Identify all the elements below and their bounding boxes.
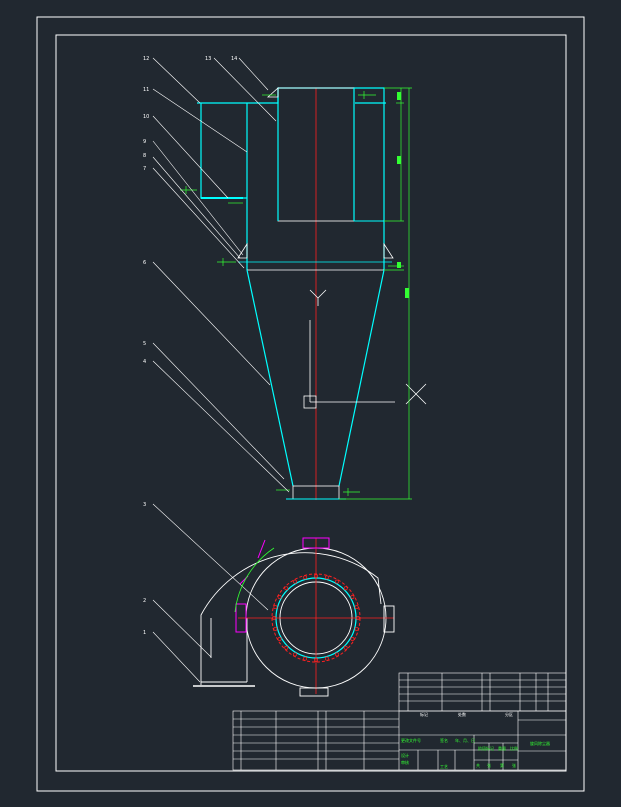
title-block [232, 672, 567, 771]
cylinder-body [247, 87, 385, 104]
bolt-hole [354, 605, 359, 610]
callout-label: 13 [205, 56, 211, 62]
callout-label: 9 [143, 139, 146, 145]
exhaust-flange-bolts [272, 574, 360, 662]
plan-view [193, 537, 395, 697]
bolt-hole [335, 579, 339, 584]
callout-label: 10 [143, 114, 149, 120]
title-block-text: 旋风除尘器 标记 处数 分区 更改文件号 签名 年、月、日 设计 审核 工艺 阶… [401, 711, 550, 769]
row-label: 审核 [401, 759, 409, 765]
outer-frame [36, 16, 585, 792]
view-direction-icon [309, 289, 327, 306]
callout-label: 11 [143, 87, 149, 93]
callout-label: 7 [143, 166, 146, 172]
volute-outline [200, 552, 382, 685]
top-lug-left [266, 87, 279, 98]
support-lug-right [383, 242, 394, 259]
callout-label: 12 [143, 56, 149, 62]
bolt-hole [284, 645, 289, 650]
bolt-hole [273, 626, 278, 631]
support-lug-left [237, 242, 248, 259]
front-elevation-view [180, 87, 427, 500]
right-label: 重量 [498, 745, 506, 751]
bolt-hole [284, 586, 289, 591]
bolt-hole [324, 575, 329, 580]
bolt-hole [350, 595, 355, 599]
bolt-hole [272, 616, 276, 620]
cone-right [338, 269, 385, 487]
bottom-label: 共 [476, 762, 480, 768]
bolt-hole [303, 575, 308, 580]
callout-numbers: 12 13 14 11 10 9 8 7 6 5 4 3 2 1 [143, 56, 237, 636]
header-label: 签名 [440, 737, 448, 743]
bolt-hole [273, 605, 278, 610]
bolt-hole [303, 656, 308, 661]
inlet-duct [200, 102, 247, 199]
table-name: 旋风除尘器 [530, 740, 550, 746]
callout-label: 8 [143, 153, 146, 159]
header-label: 处数 [458, 711, 466, 717]
right-label: 比例 [510, 745, 518, 751]
bolt-hole [343, 645, 348, 650]
callout-label: 2 [143, 598, 146, 604]
header-label: 标记 [420, 711, 428, 717]
leader-lines [152, 57, 290, 683]
bolt-hole [354, 626, 359, 631]
bolt-hole [293, 652, 297, 657]
bolt-hole [293, 579, 297, 584]
ucs-crosshair-icon [303, 320, 427, 409]
bottom-label: 张 [487, 762, 491, 768]
inner-frame [55, 34, 567, 772]
bolt-hole [277, 637, 282, 641]
bottom-label: 第 [500, 762, 504, 768]
bolt-hole [314, 658, 318, 662]
cone-left [246, 269, 294, 487]
bolt-hole [277, 595, 282, 599]
callout-label: 3 [143, 502, 146, 508]
bottom-label: 张 [512, 762, 516, 768]
weld-symbols [180, 91, 404, 496]
right-label: 阶段标记 [478, 745, 494, 751]
arc-dimension [234, 547, 275, 613]
callout-label: 5 [143, 341, 146, 347]
bolt-hole [356, 616, 360, 620]
callout-label: 14 [231, 56, 237, 62]
callout-label: 1 [143, 630, 146, 636]
bolt-hole [350, 637, 355, 641]
callout-label: 4 [143, 359, 146, 365]
header-label: 分区 [505, 711, 513, 717]
row-label: 设计 [401, 752, 409, 758]
row-label: 工艺 [440, 764, 448, 769]
bolt-hole [343, 586, 348, 591]
header-label: 更改文件号 [401, 737, 421, 743]
header-label: 年、月、日 [455, 737, 475, 743]
bolt-hole [335, 652, 339, 657]
bolt-hole [324, 656, 329, 661]
plan-lugs [299, 605, 395, 697]
dimension-lines [339, 87, 412, 500]
callout-label: 6 [143, 260, 146, 266]
bolt-hole [314, 574, 318, 578]
